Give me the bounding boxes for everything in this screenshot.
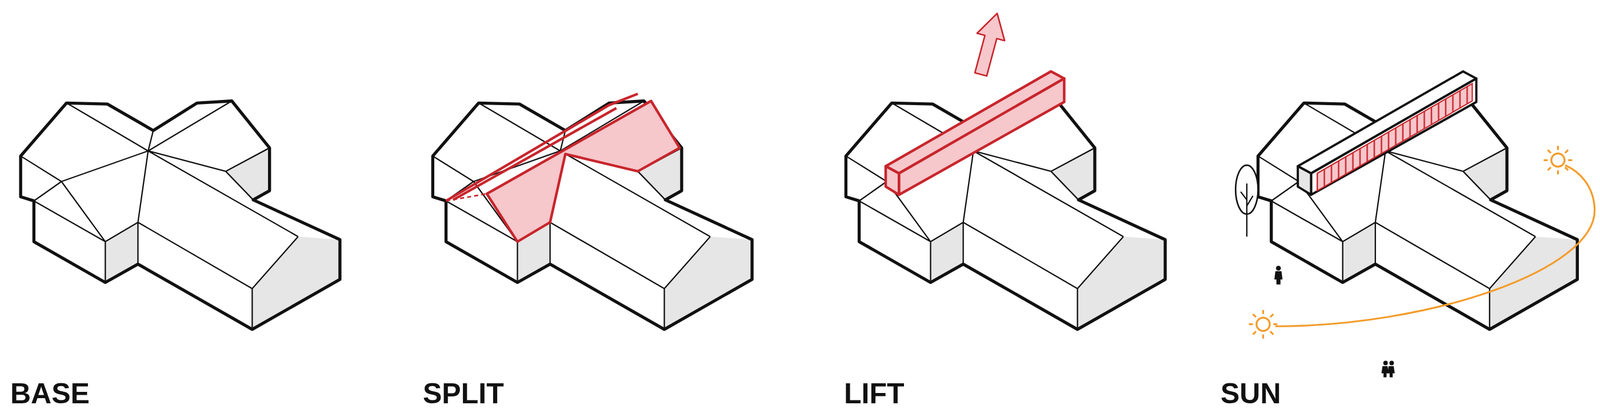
people bbox=[1274, 265, 1395, 378]
lift-house bbox=[845, 9, 1166, 330]
split-house bbox=[432, 93, 752, 330]
base-house bbox=[20, 101, 340, 330]
sun-path bbox=[1248, 145, 1595, 339]
tree bbox=[1235, 165, 1258, 237]
sun-house bbox=[1258, 71, 1578, 330]
step-label: SUN bbox=[1220, 379, 1282, 408]
step-label: LIFT bbox=[844, 379, 905, 408]
step-label: BASE bbox=[10, 379, 90, 408]
step-label: SPLIT bbox=[422, 379, 504, 408]
